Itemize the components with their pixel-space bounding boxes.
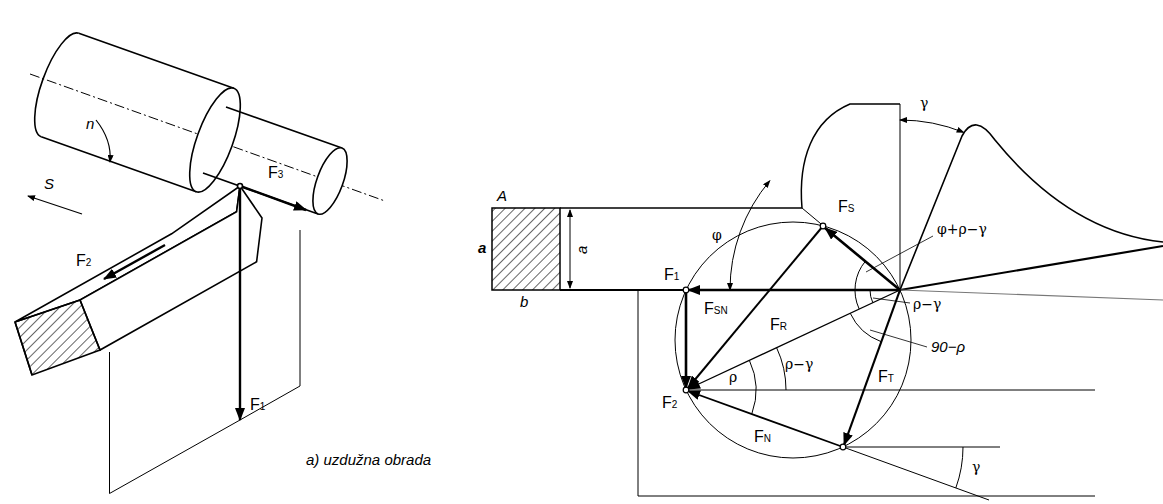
force-arrow bbox=[688, 391, 843, 447]
label: F2 bbox=[662, 394, 677, 412]
angle-arc bbox=[956, 447, 963, 488]
label: γ bbox=[920, 96, 928, 111]
label: ρ bbox=[729, 370, 737, 385]
angle-arc bbox=[900, 120, 964, 132]
label: FN bbox=[754, 428, 771, 446]
label: FSN bbox=[704, 300, 728, 318]
force-arrow bbox=[104, 245, 165, 279]
force-arrow bbox=[688, 226, 823, 388]
angle-arc bbox=[870, 290, 873, 303]
label: a bbox=[574, 246, 591, 254]
label: FR bbox=[770, 316, 787, 334]
force-arrow bbox=[688, 290, 900, 389]
leader-line bbox=[866, 236, 933, 272]
label: φ bbox=[712, 228, 722, 243]
label: F2 bbox=[76, 252, 91, 270]
lathe-figure bbox=[15, 33, 385, 494]
label: 90−ρ bbox=[930, 339, 966, 356]
label: n bbox=[86, 116, 94, 133]
force-points bbox=[683, 223, 846, 450]
label: ρ−γ bbox=[912, 297, 942, 312]
workpiece-outline bbox=[638, 290, 1095, 496]
label: A bbox=[497, 188, 507, 205]
angle-arc bbox=[850, 313, 881, 342]
big-cylinder-face bbox=[179, 82, 250, 198]
force-arrow bbox=[844, 290, 900, 445]
horizontal-line bbox=[686, 390, 1095, 391]
label: F3 bbox=[268, 164, 283, 182]
contact-point bbox=[238, 184, 243, 189]
tool-section bbox=[15, 300, 100, 375]
tool-edge bbox=[15, 322, 32, 375]
force-arrow bbox=[685, 290, 688, 388]
force-arrow bbox=[239, 186, 241, 420]
label: FT bbox=[878, 368, 894, 386]
force-arrow bbox=[688, 289, 900, 292]
label: γ bbox=[972, 460, 980, 475]
tool-side-face bbox=[80, 186, 262, 350]
force-arrow bbox=[825, 228, 900, 290]
label: b bbox=[520, 294, 528, 311]
rotation-arrow bbox=[96, 120, 110, 162]
uncut-surface bbox=[560, 207, 802, 208]
cut-surface bbox=[560, 289, 686, 291]
feed-arrow bbox=[28, 196, 82, 214]
reference-line bbox=[900, 104, 901, 290]
tool-outline bbox=[900, 125, 1163, 290]
shear-plane bbox=[802, 208, 900, 290]
label: F1 bbox=[250, 396, 265, 414]
angle-arc bbox=[855, 261, 866, 309]
small-cylinder-face bbox=[306, 144, 354, 219]
dimension-line bbox=[570, 210, 571, 288]
projection-lines bbox=[110, 230, 301, 494]
normal-extension bbox=[843, 447, 989, 500]
horizontal-line bbox=[843, 447, 1000, 448]
chip-outline bbox=[801, 104, 900, 208]
big-cylinder-end bbox=[35, 33, 79, 137]
label: ρ−γ bbox=[785, 357, 813, 372]
label: FS bbox=[838, 198, 854, 216]
angle-arc bbox=[730, 181, 770, 290]
label: a) uzdužna obrada bbox=[306, 452, 431, 469]
angle-arc bbox=[777, 348, 786, 390]
angle-arc bbox=[749, 360, 756, 414]
chip-section bbox=[492, 208, 560, 290]
label: a bbox=[478, 240, 486, 257]
label: S bbox=[44, 176, 54, 193]
leader-line bbox=[870, 330, 927, 347]
thales-circle bbox=[675, 222, 911, 458]
label: φ+ρ−γ bbox=[936, 222, 988, 237]
label: F1 bbox=[664, 266, 679, 284]
force-arrow bbox=[240, 186, 306, 210]
force-circle-figure bbox=[492, 104, 1163, 500]
tool-edge bbox=[900, 246, 1163, 290]
